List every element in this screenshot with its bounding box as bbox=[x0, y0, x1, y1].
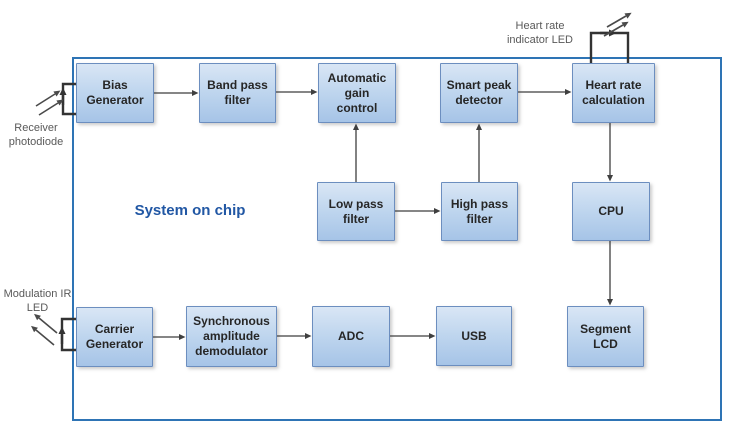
block-automatic-gain-control: Automatic gain control bbox=[318, 63, 396, 123]
label-heart-rate-indicator-led: Heart rate indicator LED bbox=[506, 20, 574, 46]
label-receiver-photodiode: Receiver photodiode bbox=[8, 122, 64, 148]
block-heart-rate-calculation: Heart rate calculation bbox=[572, 63, 655, 123]
block-band-pass-filter: Band pass filter bbox=[199, 63, 276, 123]
system-on-chip-boundary bbox=[72, 57, 722, 421]
block-segment-lcd: Segment LCD bbox=[567, 306, 644, 367]
block-high-pass-filter: High pass filter bbox=[441, 182, 518, 241]
block-cpu: CPU bbox=[572, 182, 650, 241]
block-adc: ADC bbox=[312, 306, 390, 367]
block-low-pass-filter: Low pass filter bbox=[317, 182, 395, 241]
photodiode-rays-icon bbox=[35, 90, 64, 116]
chip-title: System on chip bbox=[134, 202, 246, 219]
block-smart-peak-detector: Smart peak detector bbox=[440, 63, 518, 123]
block-synchronous-amplitude-demodulator: Synchronous amplitude demodulator bbox=[186, 306, 277, 367]
block-usb: USB bbox=[436, 306, 512, 366]
ir-led-rays-icon bbox=[31, 313, 58, 346]
block-bias-generator: Bias Generator bbox=[76, 63, 154, 123]
block-carrier-generator: Carrier Generator bbox=[76, 307, 153, 367]
heart-led-rays-icon bbox=[603, 12, 632, 37]
label-modulation-ir-led: Modulation IR LED bbox=[3, 288, 72, 314]
